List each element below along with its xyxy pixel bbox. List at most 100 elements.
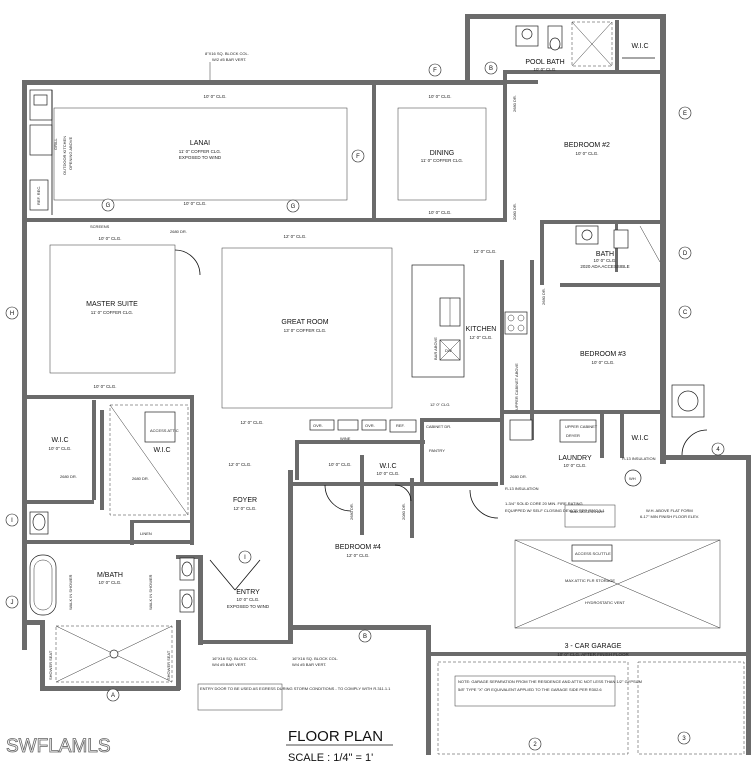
access-scuttle: ACCESS SCUTTLE — [575, 551, 611, 556]
lanai-wind: EXPOSED TO WIND — [179, 155, 222, 160]
dining-top-ceiling: 10' 0" CLG. — [429, 94, 452, 99]
block-col-right: 16"X16 SQ. BLOCK COL. — [292, 656, 338, 661]
ovr2-label: OVR. — [365, 423, 375, 428]
garage-area: ACCESS SCUTTLE MAX ATTIC FLR STORAGE HYD… — [437, 504, 745, 755]
exterior-walls — [22, 14, 751, 755]
marker-b-top: B — [484, 61, 498, 75]
dw-label: DW — [445, 348, 452, 353]
wic-master-ceiling: 10' 0" CLG. — [49, 446, 72, 451]
bedroom2-door: 2680 DR. — [512, 95, 517, 112]
laundry-door: 2680 DR. — [510, 474, 527, 479]
svg-text:F: F — [433, 68, 437, 74]
bedroom3-label: BEDROOM #3 — [580, 351, 626, 358]
marker-g-right: G — [286, 199, 300, 213]
dining-label: DINING — [430, 150, 455, 157]
svg-text:G: G — [291, 204, 296, 210]
laundry-label: LAUNDRY — [558, 455, 592, 462]
wic-door: 2080 DR. — [401, 503, 406, 520]
bath-ada-note: 2020 ADA ACCESSIBLE — [580, 264, 629, 269]
svg-text:I: I — [11, 518, 13, 524]
block-col-top-label: 8"X16 SQ. BLOCK COL. — [205, 51, 249, 56]
foyer-ceiling: 12' 0" CLG. — [234, 506, 257, 511]
master-suite-ceiling: 11' 0" COFFER CLG. — [91, 310, 133, 315]
master-suite-area: MASTER SUITE 11' 0" COFFER CLG. 10' 0" C… — [49, 236, 201, 389]
kitchen-area: KITCHEN 12' 0" CLG. 12' 0" CLG. UPPER CA… — [411, 249, 528, 410]
block-col-right2: W/4 #5 BAR VERT. — [292, 662, 326, 667]
shower-seat-right: SHOWER SEAT — [166, 650, 171, 680]
lanai-ceiling: 11' 0" COFFER CLG. — [179, 149, 221, 154]
marker-i-entry: I — [238, 550, 252, 564]
max-attic-storage: MAX ATTIC FLR STORAGE — [565, 578, 615, 583]
svg-text:I: I — [244, 555, 246, 561]
great-room-label: GREAT ROOM — [281, 319, 328, 326]
marker-2: 2 — [528, 737, 542, 751]
walk-in-shower-left: WALK IN SHOWER — [68, 574, 73, 610]
bedroom3-area: BEDROOM #3 10' 0" CLG. 2680 DR. W.I.C R-… — [541, 288, 705, 461]
ref-label: REF. — [396, 423, 405, 428]
garage-label: 3 - CAR GARAGE — [565, 643, 622, 650]
block-col-left: 16"X16 SQ. BLOCK COL. — [212, 656, 258, 661]
svg-text:G: G — [106, 203, 111, 209]
lanai-area: LANAI 11' 0" COFFER CLG. EXPOSED TO WIND… — [29, 51, 348, 234]
dryer-label: DRYER — [566, 433, 580, 438]
bath-area: BATH 10' 0" CLG. 2020 ADA ACCESSIBLE — [575, 225, 661, 269]
r13-garage-label: R-13 INSULATION — [505, 486, 539, 491]
master-suite-lower-ceiling: 10' 0" CLG. — [94, 384, 117, 389]
laundry-ceiling: 10' 0" CLG. — [564, 463, 587, 468]
bedroom4-ceiling: 12' 0" CLG. — [347, 553, 370, 558]
ovr-label: OVR. — [313, 423, 323, 428]
mbath-ceiling: 10' 0" CLG. — [99, 580, 122, 585]
upper-cab-laundry: UPPER CABINET — [565, 424, 598, 429]
marker-i-left: I — [5, 513, 19, 527]
watermark: SWFLAMLS — [6, 736, 111, 757]
bar-above-label: BAR ABOVE — [433, 337, 438, 360]
section-markers: A B B C D E F F G G H I I J 2 3 4 — [5, 61, 725, 751]
marker-f-mid: F — [351, 149, 365, 163]
great-room-left-ceiling: 12' 0" CLG. — [241, 420, 264, 425]
marker-g-left: G — [101, 198, 115, 212]
cabinet-dr-label: CABINET DR. — [426, 424, 451, 429]
laundry-area: UPPER CABINET DRYER LAUNDRY 10' 0" CLG. … — [509, 419, 708, 519]
foyer-label: FOYER — [233, 497, 257, 504]
bedroom2-door2: 2080 DR. — [512, 203, 517, 220]
entry-ceiling: 10' 0" CLG. — [237, 597, 260, 602]
foyer-area: FOYER 12' 0" CLG. — [233, 497, 257, 511]
master-closets: W.I.C 10' 0" CLG. 2680 DR. ACCESS ATTIC … — [29, 404, 189, 536]
marker-4: 4 — [711, 442, 725, 456]
great-room-top-ceiling: 12' 0" CLG. — [284, 234, 307, 239]
outdoor-kitchen-label: OUTDOOR KITCHEN — [62, 136, 67, 175]
svg-text:2: 2 — [533, 742, 537, 748]
wic-b2-label: W.I.C — [631, 43, 648, 50]
wic-small-ceiling: 10' 0" CLG. — [377, 471, 400, 476]
great-room-mid-ceiling: 12' 0" CLG. — [229, 462, 252, 467]
r13-label: R-13 INSULATION — [622, 456, 656, 461]
ref-rec-label: REF. REC. — [36, 186, 41, 205]
master-top-ceiling: 10' 0" CLG. — [99, 236, 122, 241]
garage-note2: 5/8" TYPE "X" OR EQUIVALENT APPLIED TO T… — [458, 687, 602, 692]
marker-j: J — [5, 595, 19, 609]
entry-door-note: ENTRY DOOR TO BE USED AS EGRESS DURING S… — [200, 686, 391, 691]
bedroom4-label: BEDROOM #4 — [335, 544, 381, 551]
svg-text:B: B — [489, 66, 493, 72]
marker-f-top: F — [428, 63, 442, 77]
great-room-ceiling: 13' 0" COFFER CLG. — [284, 328, 327, 333]
max-access-ah: MAX ACCESS A/H — [570, 509, 604, 514]
hall-ceiling: 10' 0" CLG. — [329, 462, 352, 467]
plan-scale: SCALE : 1/4" = 1' — [288, 752, 373, 764]
fire-door-note2: EQUIPPED W/ SELF CLOSING DEVICE PER R302… — [505, 508, 605, 513]
garage-ceiling: 10' 0" CLG. AFTER FINISH FLOOR — [557, 652, 629, 657]
opening-above-label: OPENING ABOVE — [68, 137, 73, 170]
center-closets: OVR. WINE OVR. REF. CABINET DR. PANTRY W… — [309, 419, 605, 519]
bedroom3-door: 2680 DR. — [541, 288, 546, 305]
wine-label: WINE — [340, 436, 351, 441]
lanai-top-ceiling: 10' 0" CLG. — [204, 94, 227, 99]
wic-center-door: 2680 DR. — [132, 476, 149, 481]
svg-text:4: 4 — [716, 447, 720, 453]
wic-center-label: W.I.C — [153, 447, 170, 454]
wh-note2: 6-17" MIN FINISH FLOOR ELEV. — [640, 514, 699, 519]
entry-area: ENTRY 10' 0" CLG. EXPOSED TO WIND 16"X16… — [197, 559, 391, 711]
marker-d: D — [678, 246, 692, 260]
bedroom2-label: BEDROOM #2 — [564, 142, 610, 149]
block-col-left2: W/4 #5 BAR VERT. — [212, 662, 246, 667]
